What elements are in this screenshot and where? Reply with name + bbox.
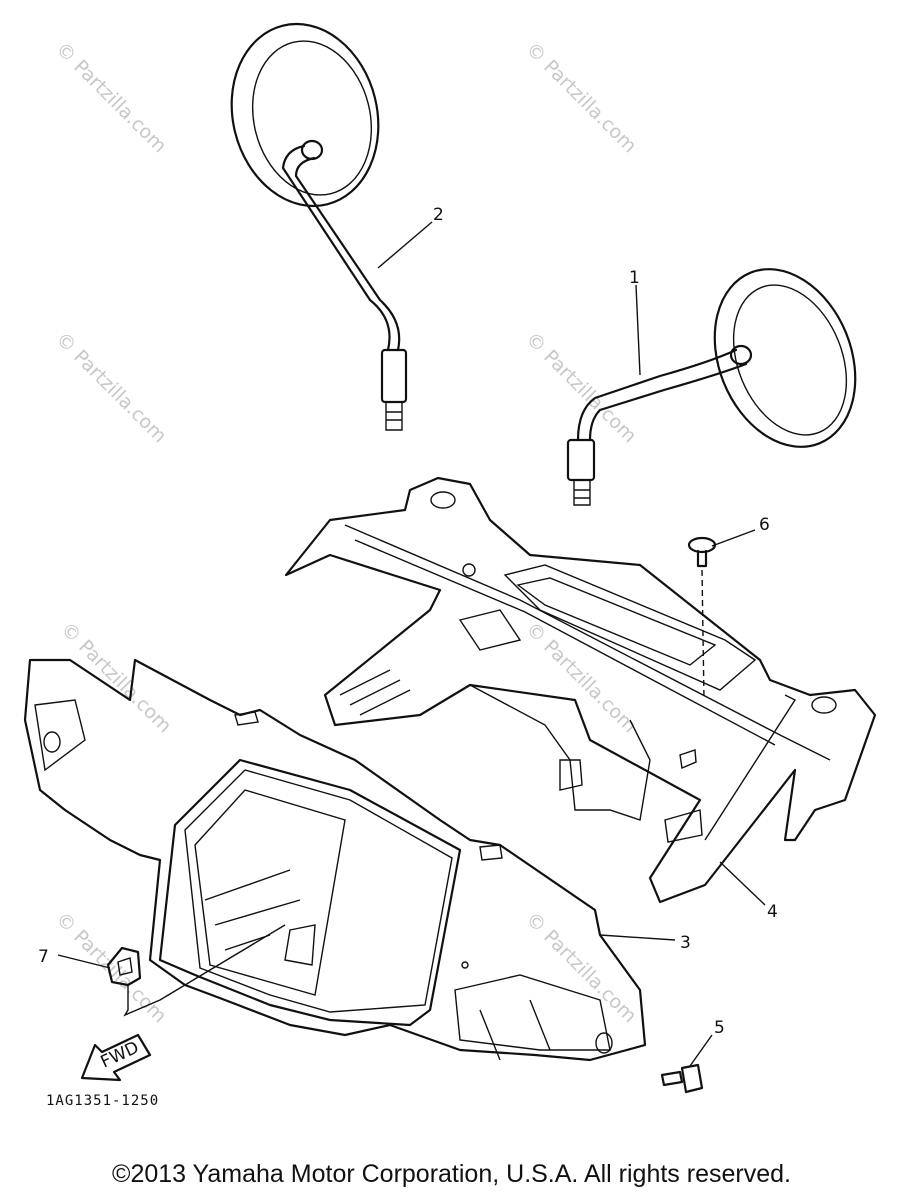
callout-5: 5 — [714, 1018, 725, 1038]
copyright-notice: ©2013 Yamaha Motor Corporation, U.S.A. A… — [112, 1160, 791, 1188]
bracket-part-4 — [284, 476, 877, 904]
diagram-code: 1AG1351-1250 — [46, 1093, 159, 1109]
callout-7: 7 — [38, 947, 49, 967]
callout-3: 3 — [680, 933, 691, 953]
callout-6: 6 — [759, 515, 770, 535]
watermark-1: © Partzilla.com — [51, 38, 170, 157]
watermark-5: © Partzilla.com — [56, 618, 175, 737]
bolt-part-5 — [660, 1063, 704, 1094]
screw-part-6 — [687, 536, 717, 701]
callout-1: 1 — [629, 268, 640, 288]
forward-arrow: FWD — [80, 1033, 152, 1082]
clip-part-7 — [106, 924, 286, 1017]
mirror-left-part-2 — [230, 22, 408, 431]
watermark-3: © Partzilla.com — [51, 328, 170, 447]
watermark-2: © Partzilla.com — [521, 38, 640, 157]
mirror-right-part-1 — [566, 268, 857, 506]
callout-2: 2 — [433, 205, 444, 225]
callout-4: 4 — [767, 902, 778, 922]
leader-lines — [57, 221, 766, 1067]
cowl-part-3 — [23, 658, 647, 1062]
